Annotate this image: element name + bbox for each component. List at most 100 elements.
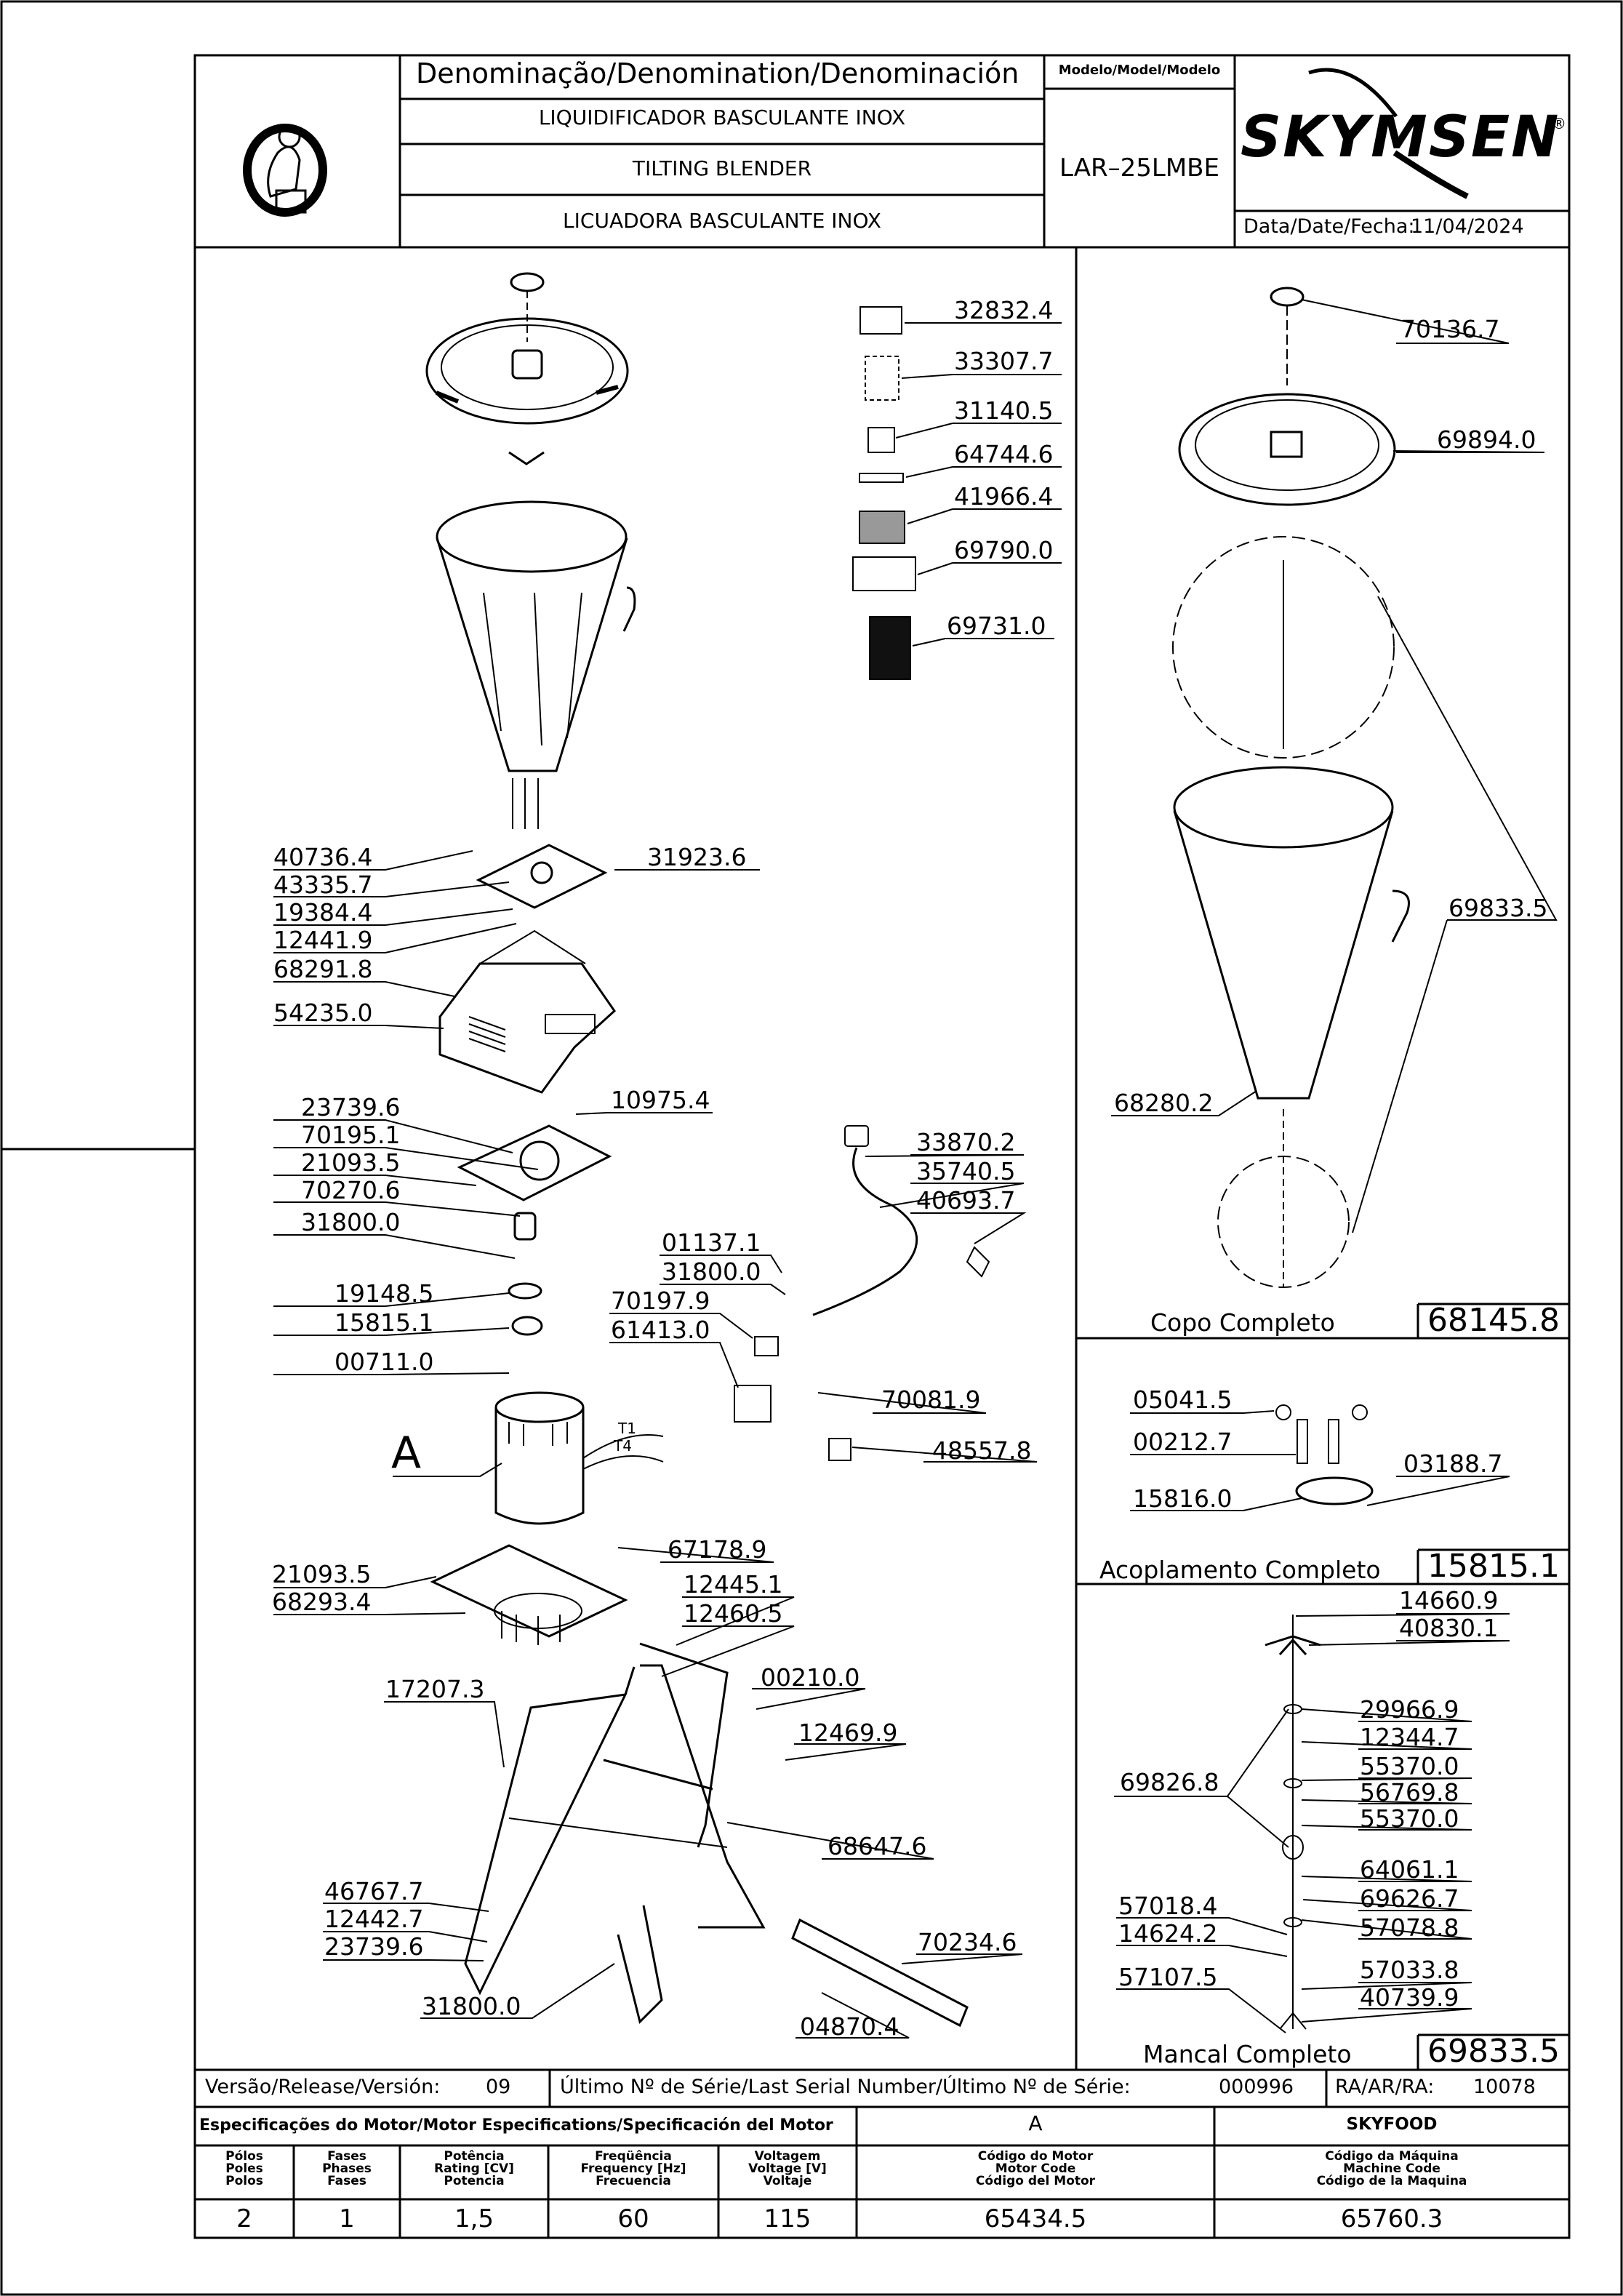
serial-label: Último Nº de Série/Last Serial Number/Úl…	[560, 2076, 1131, 2098]
part-number: 46767.7	[324, 1877, 424, 1905]
part-number: 54235.0	[273, 999, 373, 1027]
part-number: 05041.5	[1133, 1385, 1233, 1414]
leader-lines	[273, 299, 1558, 2039]
part-number: 00210.0	[761, 1663, 860, 1692]
part-number: 68293.4	[272, 1588, 372, 1616]
ra-value: 10078	[1473, 2076, 1536, 2098]
spec-value-rating: 1,5	[454, 2204, 494, 2233]
lid-drawing	[425, 272, 629, 465]
part-number: 55370.0	[1360, 1804, 1459, 1833]
part-number: 69833.5	[1448, 894, 1548, 922]
spec-value-phases: 1	[339, 2204, 355, 2233]
spec-header-poles: Pólos Poles Polos	[225, 2149, 263, 2188]
part-number: 69790.0	[954, 536, 1054, 564]
part-number: 12442.7	[324, 1905, 424, 1933]
wiring-drawing	[734, 1125, 990, 1461]
part-number: 64744.6	[954, 440, 1054, 468]
part-number: 67178.9	[668, 1535, 767, 1564]
part-number: 14624.2	[1118, 1919, 1218, 1948]
part-number: 31800.0	[662, 1257, 761, 1286]
denomination-title: Denominação/Denomination/Denominación	[416, 57, 1019, 89]
housing-drawing	[438, 844, 616, 1336]
spec-header-frequency: Freqüência Frequency [Hz] Frecuencia	[580, 2149, 686, 2188]
part-number: 31923.6	[647, 843, 747, 871]
part-number: 40830.1	[1399, 1614, 1499, 1642]
spec-header-machine-code: Código da Máquina Machine Code Código de…	[1316, 2149, 1467, 2188]
acoplamento-code: 15815.1	[1427, 1548, 1560, 1585]
part-number: 29966.9	[1360, 1695, 1459, 1724]
product-name-es: LICUADORA BASCULANTE INOX	[563, 209, 881, 233]
motor-letter: A	[1028, 2111, 1043, 2135]
part-number: 10975.4	[611, 1086, 710, 1114]
part-number: 68647.6	[827, 1832, 927, 1860]
part-number: 17207.3	[385, 1675, 485, 1703]
part-number: 12469.9	[798, 1719, 898, 1747]
product-name-pt: LIQUIDIFICADOR BASCULANTE INOX	[538, 105, 906, 129]
terminal-label: T1	[618, 1420, 636, 1437]
ra-label: RA/AR/RA:	[1335, 2076, 1435, 2098]
part-number: 70197.9	[611, 1287, 710, 1315]
part-number: 12460.5	[684, 1599, 783, 1628]
model-label: Modelo/Model/Modelo	[1058, 63, 1221, 78]
spec-header-voltage: Voltagem Voltage [V] Voltaje	[748, 2149, 827, 2188]
brand-registered-mark: ®	[1552, 115, 1566, 132]
part-number: 57078.8	[1360, 1913, 1459, 1942]
copo-code: 68145.8	[1427, 1302, 1560, 1339]
mancal-title: Mancal Completo	[1143, 2040, 1352, 2068]
copo-title: Copo Completo	[1150, 1308, 1335, 1337]
part-number: 12441.9	[273, 926, 373, 954]
label-icons	[852, 306, 916, 680]
part-number: 70234.6	[918, 1928, 1017, 1956]
acoplamento-drawing	[1275, 1404, 1374, 1505]
copo-drawing	[1172, 287, 1410, 1288]
machine-name: SKYFOOD	[1346, 2115, 1438, 2134]
part-number: 31140.5	[954, 396, 1054, 425]
part-number: 57018.4	[1118, 1892, 1218, 1920]
model-value: LAR–25LMBE	[1059, 153, 1219, 183]
part-number: 57107.5	[1118, 1963, 1218, 1991]
part-number: 69626.7	[1360, 1884, 1459, 1913]
part-number: 55370.0	[1360, 1752, 1459, 1780]
part-number: 40736.4	[273, 843, 373, 871]
part-number: 57033.8	[1360, 1956, 1459, 1984]
part-number: 68280.2	[1114, 1089, 1214, 1117]
brand-logo: SKYMSEN	[1241, 105, 1560, 170]
part-number: 70081.9	[881, 1385, 981, 1414]
spec-header-motor-code: Código do Motor Motor Code Código del Mo…	[975, 2149, 1096, 2188]
part-number: 48557.8	[932, 1436, 1032, 1465]
part-number: 69826.8	[1120, 1768, 1219, 1796]
mancal-code: 69833.5	[1427, 2033, 1560, 2070]
acoplamento-title: Acoplamento Completo	[1099, 1556, 1381, 1584]
stand-drawing	[464, 1642, 969, 2028]
spec-header-rating: Potência Rating [CV] Potencia	[434, 2149, 514, 2188]
part-number: 01137.1	[662, 1228, 761, 1257]
mancal-drawing	[1265, 1615, 1321, 2030]
part-number: 19148.5	[334, 1279, 434, 1308]
part-number: 14660.9	[1399, 1586, 1499, 1615]
spec-value-voltage: 115	[764, 2204, 812, 2233]
part-number: 19384.4	[273, 898, 373, 927]
date-label: Data/Date/Fecha:	[1243, 215, 1415, 238]
part-number: 68291.8	[273, 955, 373, 983]
part-number: 31800.0	[422, 1992, 521, 2020]
authorized-service-seal-icon	[243, 124, 327, 217]
part-number: 61413.0	[611, 1316, 710, 1344]
product-name-en: TILTING BLENDER	[632, 156, 812, 180]
part-number: 23739.6	[301, 1093, 401, 1121]
spec-value-poles: 2	[236, 2204, 252, 2233]
version-value: 09	[486, 2076, 511, 2098]
spec-header-phases: Fases Phases Fases	[322, 2149, 372, 2188]
part-number: 00711.0	[334, 1348, 434, 1376]
jar-drawing	[436, 500, 636, 829]
part-number: 40693.7	[916, 1186, 1016, 1215]
part-number: 12445.1	[684, 1570, 783, 1599]
part-number: 03188.7	[1403, 1449, 1503, 1478]
part-number: 23739.6	[324, 1932, 424, 1961]
part-number: 04870.4	[800, 2012, 899, 2041]
part-number: 12344.7	[1360, 1723, 1459, 1751]
part-number: 70195.1	[301, 1121, 401, 1149]
part-number: 35740.5	[916, 1157, 1016, 1185]
part-number: 33870.2	[916, 1128, 1016, 1156]
serial-value: 000996	[1219, 2076, 1294, 2098]
